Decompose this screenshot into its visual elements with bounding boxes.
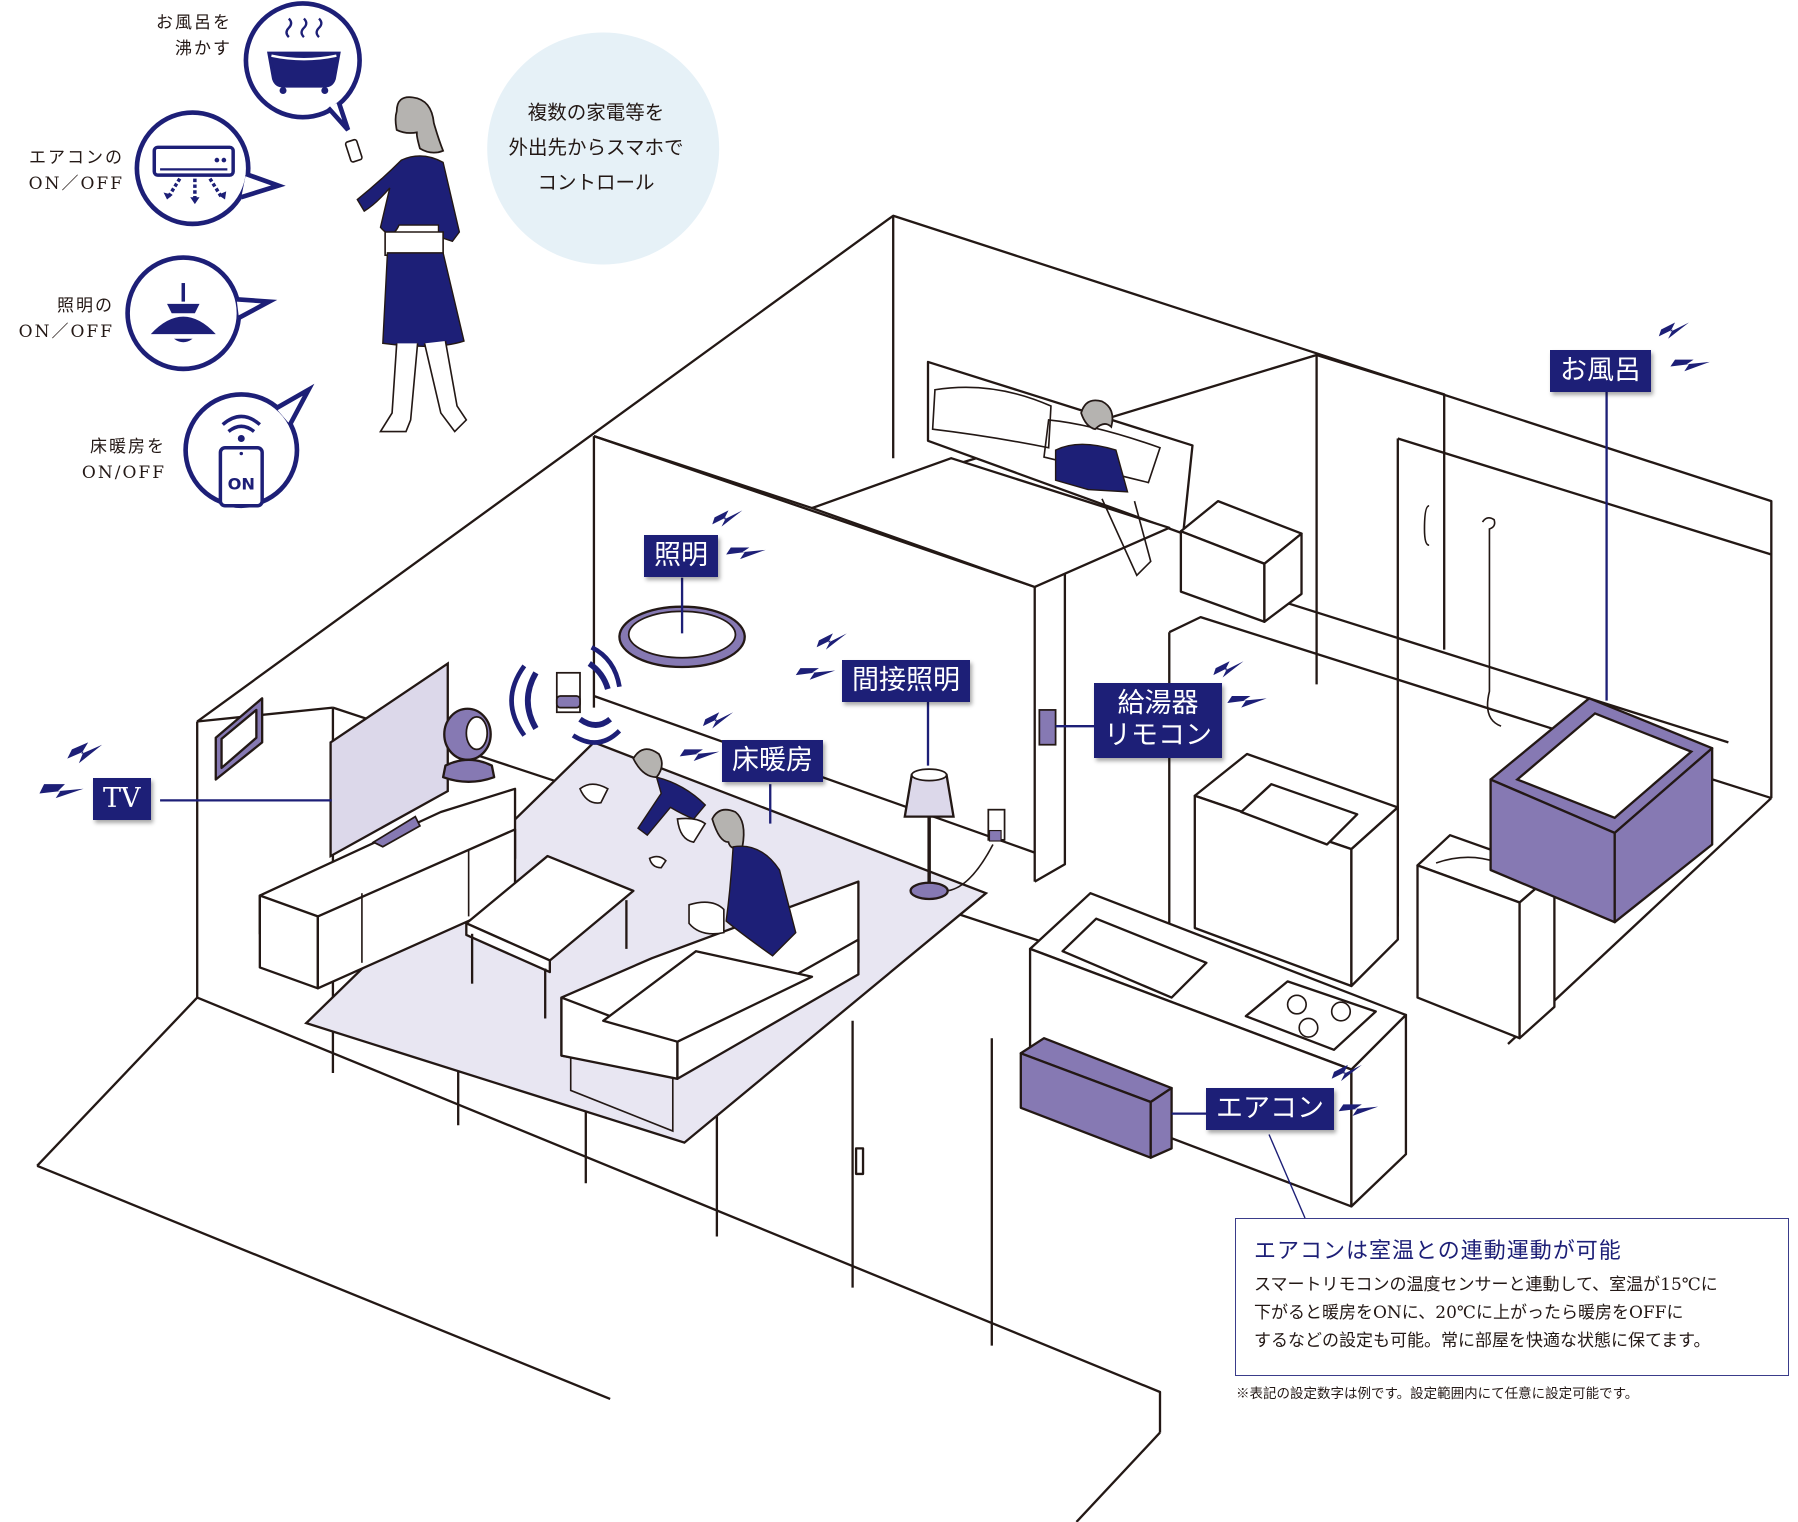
label-line: ON／OFF xyxy=(18,322,114,343)
phone-on-text: ON xyxy=(228,475,255,494)
label-line: 沸かす xyxy=(175,39,232,60)
info-bubble-circle xyxy=(487,32,720,265)
tv xyxy=(329,661,449,859)
info-body: スマートリモコンの温度センサーと連動して、室温が15℃に 下がると暖房をONに、… xyxy=(1254,1271,1770,1355)
label-line: 床暖房を xyxy=(90,437,166,457)
bolt-icon xyxy=(1213,661,1244,678)
remote-control-caption: 複数の家電等を 外出先からスマホで コントロール xyxy=(480,95,712,200)
bolt-icon xyxy=(679,749,720,761)
caption-line: コントロール xyxy=(537,171,655,194)
bolt-icon xyxy=(39,784,84,799)
control-label-bath: お風呂を 沸かす xyxy=(150,10,232,63)
kitchen-unit xyxy=(1028,892,1408,1208)
indirect-light-label: 間接照明 xyxy=(842,660,970,703)
fridge xyxy=(1193,752,1399,988)
label-line: エアコンの xyxy=(29,148,124,168)
bed xyxy=(810,360,1194,589)
bolt-icon xyxy=(1227,696,1267,708)
label-line: ON／OFF xyxy=(28,174,124,195)
smartphone-wifi-icon: ON xyxy=(218,414,264,508)
info-title: エアコンは室温との連動運動が可能 xyxy=(1254,1239,1622,1264)
bolt-icon xyxy=(1338,1104,1379,1116)
aircon-info-box: エアコンは室温との連動運動が可能 スマートリモコンの温度センサーと連動して、室温… xyxy=(1235,1218,1789,1376)
bolt-icon xyxy=(1331,1064,1362,1082)
smart-remote-device xyxy=(509,645,622,745)
air-conditioner-icon xyxy=(152,145,235,205)
info-line: するなどの設定も可能。常に部屋を快適な状態に保てます。 xyxy=(1254,1331,1711,1351)
bolt-icon xyxy=(1670,359,1710,372)
label-line: 照明の xyxy=(57,296,114,316)
caption-line: 複数の家電等を xyxy=(527,101,665,124)
child-figure xyxy=(579,748,707,869)
aircon-bubble xyxy=(134,110,286,227)
bath-bubble xyxy=(243,1,362,132)
label-line: お風呂を xyxy=(156,13,232,33)
mother-figure xyxy=(688,808,797,957)
label-line: リモコン xyxy=(1104,720,1212,752)
info-line: 下がると暖房をONに、20℃に上がったら暖房をOFFに xyxy=(1254,1303,1684,1323)
floor-heating-bubble: ON xyxy=(183,383,315,509)
aircon-label: エアコン xyxy=(1206,1088,1334,1131)
caption-line: 外出先からスマホで xyxy=(508,136,684,159)
bath-label: お風呂 xyxy=(1550,350,1651,393)
info-line: スマートリモコンの温度センサーと連動して、室温が15℃に xyxy=(1254,1275,1718,1295)
floor-heating-label: 床暖房 xyxy=(722,740,823,783)
bolt-icon xyxy=(816,633,847,650)
control-label-floor-heating: 床暖房を ON/OFF xyxy=(70,434,166,487)
coffee-table xyxy=(465,854,635,1019)
bolt-icon xyxy=(795,668,836,680)
light-bubble xyxy=(125,255,278,372)
bathtub xyxy=(1423,504,1714,924)
floor-lamp xyxy=(903,768,1006,901)
footnote: ※表記の設定数字は例です。設定範囲内にて任意に設定可能です。 xyxy=(1236,1386,1639,1402)
bolt-icon xyxy=(712,510,743,527)
signal-bolt-icons xyxy=(39,322,1710,1116)
control-label-light: 照明の ON／OFF xyxy=(10,293,114,346)
label-line: ON/OFF xyxy=(81,463,166,484)
tv-label: TV xyxy=(93,778,151,821)
woman-with-phone-figure xyxy=(344,96,468,433)
label-line: 給湯器 xyxy=(1117,688,1199,719)
bolt-icon xyxy=(1658,322,1689,339)
washbasin xyxy=(1416,834,1556,1040)
bolt-icon xyxy=(702,712,734,729)
water-heater-remote-panel xyxy=(1038,709,1057,746)
control-label-aircon: エアコンの ON／OFF xyxy=(16,145,124,198)
sofa xyxy=(560,880,860,1133)
bolt-icon xyxy=(67,742,103,764)
smart-speaker xyxy=(441,707,496,783)
ceiling-light-label: 照明 xyxy=(644,535,718,578)
air-conditioner xyxy=(1019,1037,1173,1159)
bathtub-icon xyxy=(267,17,341,94)
water-heater-remote-label: 給湯器 リモコン xyxy=(1094,683,1222,758)
pendant-light-icon xyxy=(150,283,216,343)
outer-wall-top xyxy=(196,214,1773,799)
bolt-icon xyxy=(726,547,766,560)
